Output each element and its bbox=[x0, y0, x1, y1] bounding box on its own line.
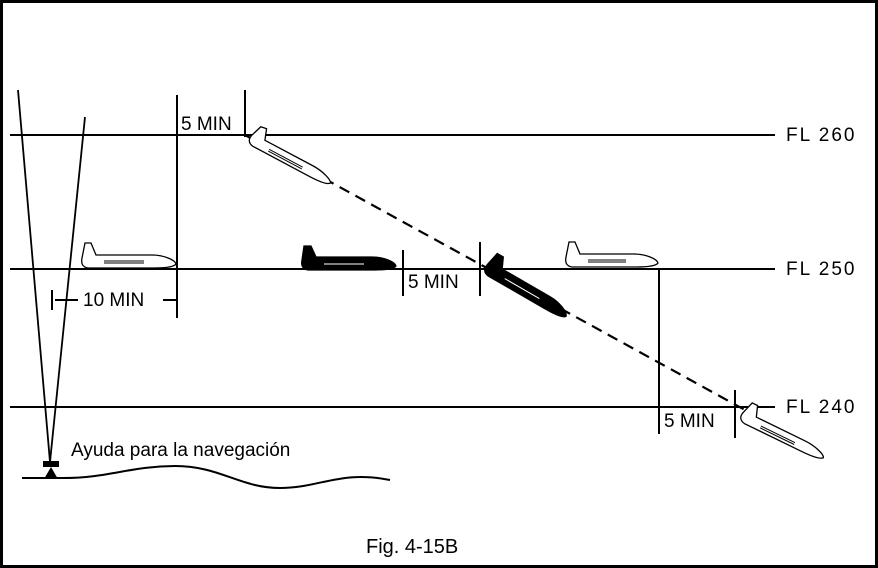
aircraft-fl250-left-outline bbox=[81, 242, 177, 269]
fl240-label: FL 240 bbox=[786, 397, 857, 418]
aircraft-fl260-outline bbox=[248, 126, 332, 185]
interval-label-bottom: 5 MIN bbox=[664, 411, 715, 432]
interval-label-middle: 5 MIN bbox=[408, 272, 459, 293]
fl260-label: FL 260 bbox=[786, 125, 857, 146]
aircraft-fl250-middle-solid bbox=[301, 245, 397, 271]
navigation-aid-label: Ayuda para la navegación bbox=[71, 440, 291, 461]
terrain-line bbox=[22, 464, 391, 490]
interval-label-top: 5 MIN bbox=[181, 114, 232, 135]
aircraft-descending-solid bbox=[484, 252, 567, 318]
radial-line-left bbox=[17, 89, 51, 463]
figure-caption: Fig. 4-15B bbox=[366, 536, 459, 558]
radial-line-right bbox=[49, 116, 86, 463]
aircraft-fl250-right-outline bbox=[565, 241, 659, 268]
fl250-label: FL 250 bbox=[786, 259, 857, 280]
interval-label-ten: 10 MIN bbox=[83, 290, 145, 311]
aircraft-fl240-outline bbox=[740, 402, 825, 459]
navigation-aid-icon bbox=[43, 461, 59, 479]
